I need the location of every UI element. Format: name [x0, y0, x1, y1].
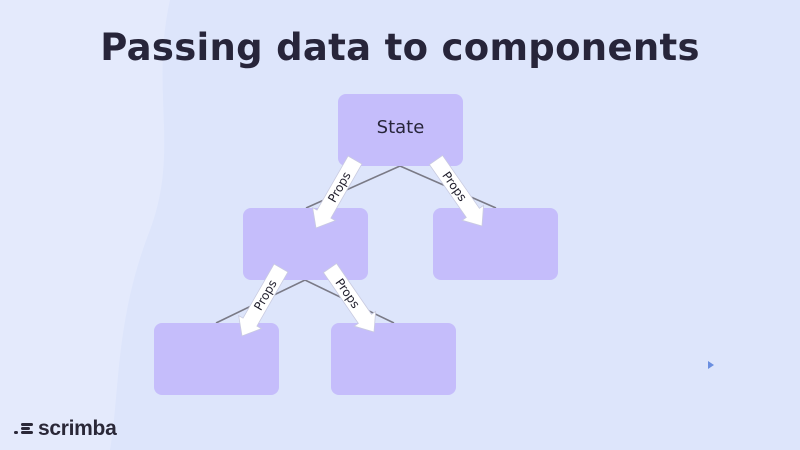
props-arrow-2: Props: [428, 154, 484, 227]
arrow-label-1: Props: [325, 169, 354, 205]
node-label-state: State: [377, 117, 425, 138]
scrimba-logo: scrimba: [14, 416, 117, 442]
node-child-left: [243, 208, 368, 280]
background-wave: [0, 0, 170, 450]
arrow-shape-3: [238, 263, 289, 337]
scrimba-logo-text: scrimba: [38, 417, 117, 440]
arrow-shape-1: [312, 155, 363, 229]
node-grandchild-left: [154, 323, 279, 395]
node-child-right: [433, 208, 558, 280]
node-state: [338, 94, 463, 166]
arrow-shape-4: [322, 262, 377, 333]
arrow-shape-2: [428, 154, 484, 227]
scrimba-logo-icon: [14, 421, 34, 437]
arrow-label-4: Props: [332, 276, 362, 311]
tree-nodes: State: [154, 94, 558, 395]
mouse-pointer-icon: [708, 361, 714, 369]
node-grandchild-right: [331, 323, 456, 395]
slide-title: Passing data to components: [100, 26, 700, 69]
